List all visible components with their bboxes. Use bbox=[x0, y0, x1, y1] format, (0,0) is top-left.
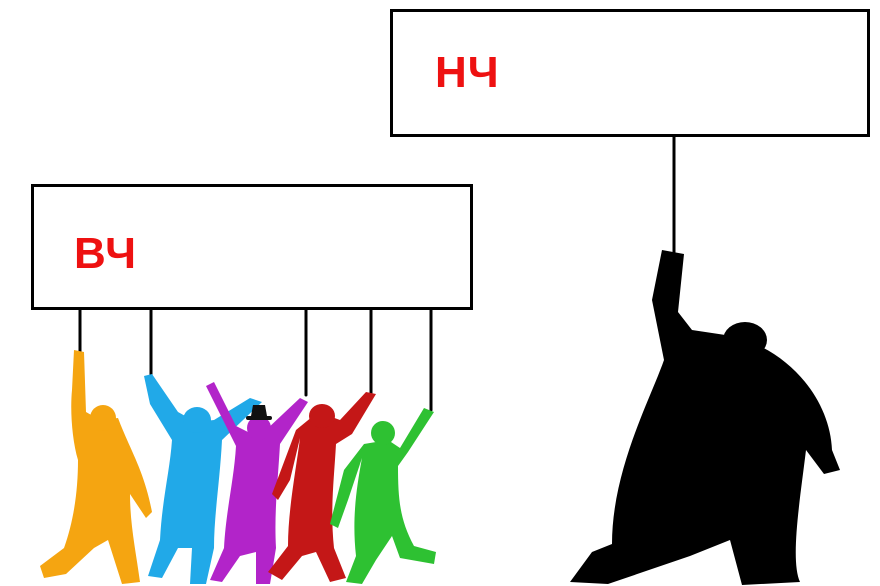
purple-figure bbox=[206, 382, 308, 584]
high-frequency-label: ВЧ bbox=[74, 229, 138, 278]
red-figure bbox=[268, 392, 376, 582]
high-frequency-sign: ВЧ bbox=[31, 184, 473, 310]
hat-icon bbox=[246, 405, 272, 420]
sign-sticks bbox=[78, 135, 676, 412]
orange-figure bbox=[40, 350, 152, 584]
low-frequency-label: НЧ bbox=[435, 48, 500, 97]
green-figure bbox=[330, 408, 436, 584]
low-frequency-sign: НЧ bbox=[390, 9, 870, 137]
big-figure-silhouette bbox=[570, 250, 840, 585]
